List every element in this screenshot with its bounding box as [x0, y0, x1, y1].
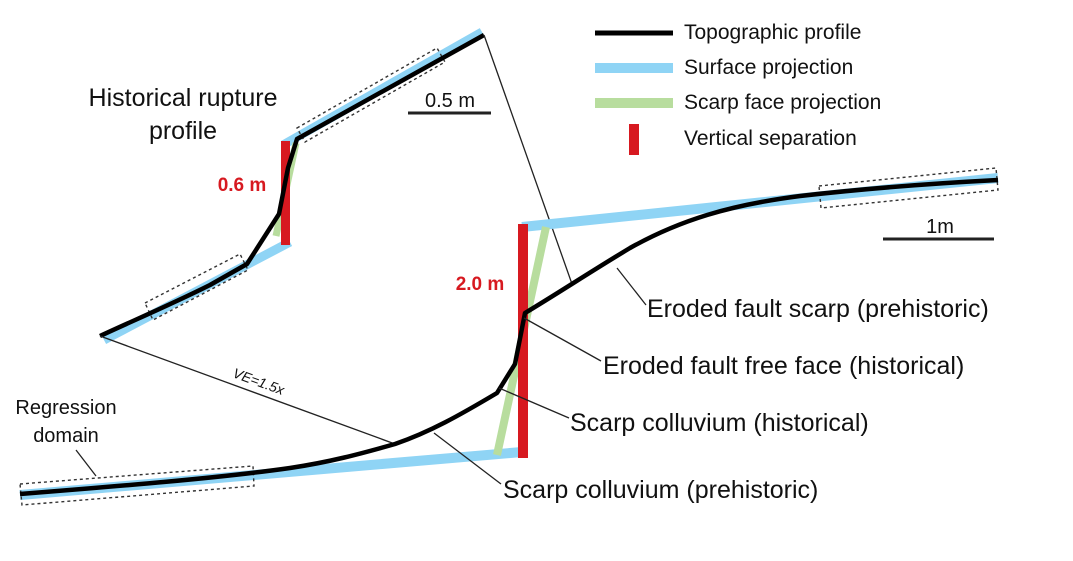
annotation-eroded-fault-free-face: Eroded fault free face (historical): [603, 352, 964, 380]
inset-scale-label: 0.5 m: [425, 90, 475, 112]
main-profile: 2.0 m 1m: [19, 167, 999, 506]
main-separation-label: 2.0 m: [456, 274, 505, 295]
inset-topographic-profile: [99, 33, 486, 339]
regression-domain-label-line2: domain: [33, 425, 99, 447]
legend-label-scarp-face-projection: Scarp face projection: [684, 91, 881, 114]
vertical-exaggeration-label: VE=1.5x: [231, 365, 288, 399]
connector-line-upper: [483, 34, 573, 285]
main-lower-regression-box: [19, 465, 255, 506]
connector-line-lower: [99, 335, 396, 445]
main-upper-regression-box: [818, 167, 999, 209]
annotation-scarp-colluvium-prehistoric: Scarp colluvium (prehistoric): [503, 476, 818, 504]
legend-label-surface-projection: Surface projection: [684, 56, 853, 79]
inset-title-line2: profile: [149, 117, 217, 145]
legend: Topographic profile Surface projection S…: [595, 21, 881, 155]
legend-swatch-vertical-separation: [629, 124, 639, 155]
leader-eroded-fault-free-face: [523, 317, 602, 362]
annotations: Eroded fault scarp (prehistoric) Eroded …: [15, 267, 989, 504]
legend-label-vertical-separation: Vertical separation: [684, 127, 857, 150]
inset-title-line1: Historical rupture: [89, 84, 278, 112]
leader-regression-domain: [75, 449, 97, 477]
regression-domain-label-line1: Regression: [15, 397, 116, 419]
inset-separation-label: 0.6 m: [218, 175, 267, 196]
annotation-eroded-fault-scarp: Eroded fault scarp (prehistoric): [647, 295, 989, 323]
leader-eroded-fault-scarp: [616, 267, 647, 306]
inset-historical-profile: Historical rupture profile 0.6 m 0.5 m: [89, 28, 491, 344]
leader-scarp-colluvium-prehistoric: [433, 432, 502, 485]
main-vertical-separation-bar: [518, 224, 528, 458]
inset-vertical-separation-bar: [281, 141, 290, 245]
legend-label-topographic-profile: Topographic profile: [684, 21, 861, 44]
main-scale-label: 1m: [926, 216, 954, 238]
leader-scarp-colluvium-historical: [498, 387, 570, 419]
main-topographic-profile: [19, 177, 999, 497]
annotation-scarp-colluvium-historical: Scarp colluvium (historical): [570, 409, 869, 437]
